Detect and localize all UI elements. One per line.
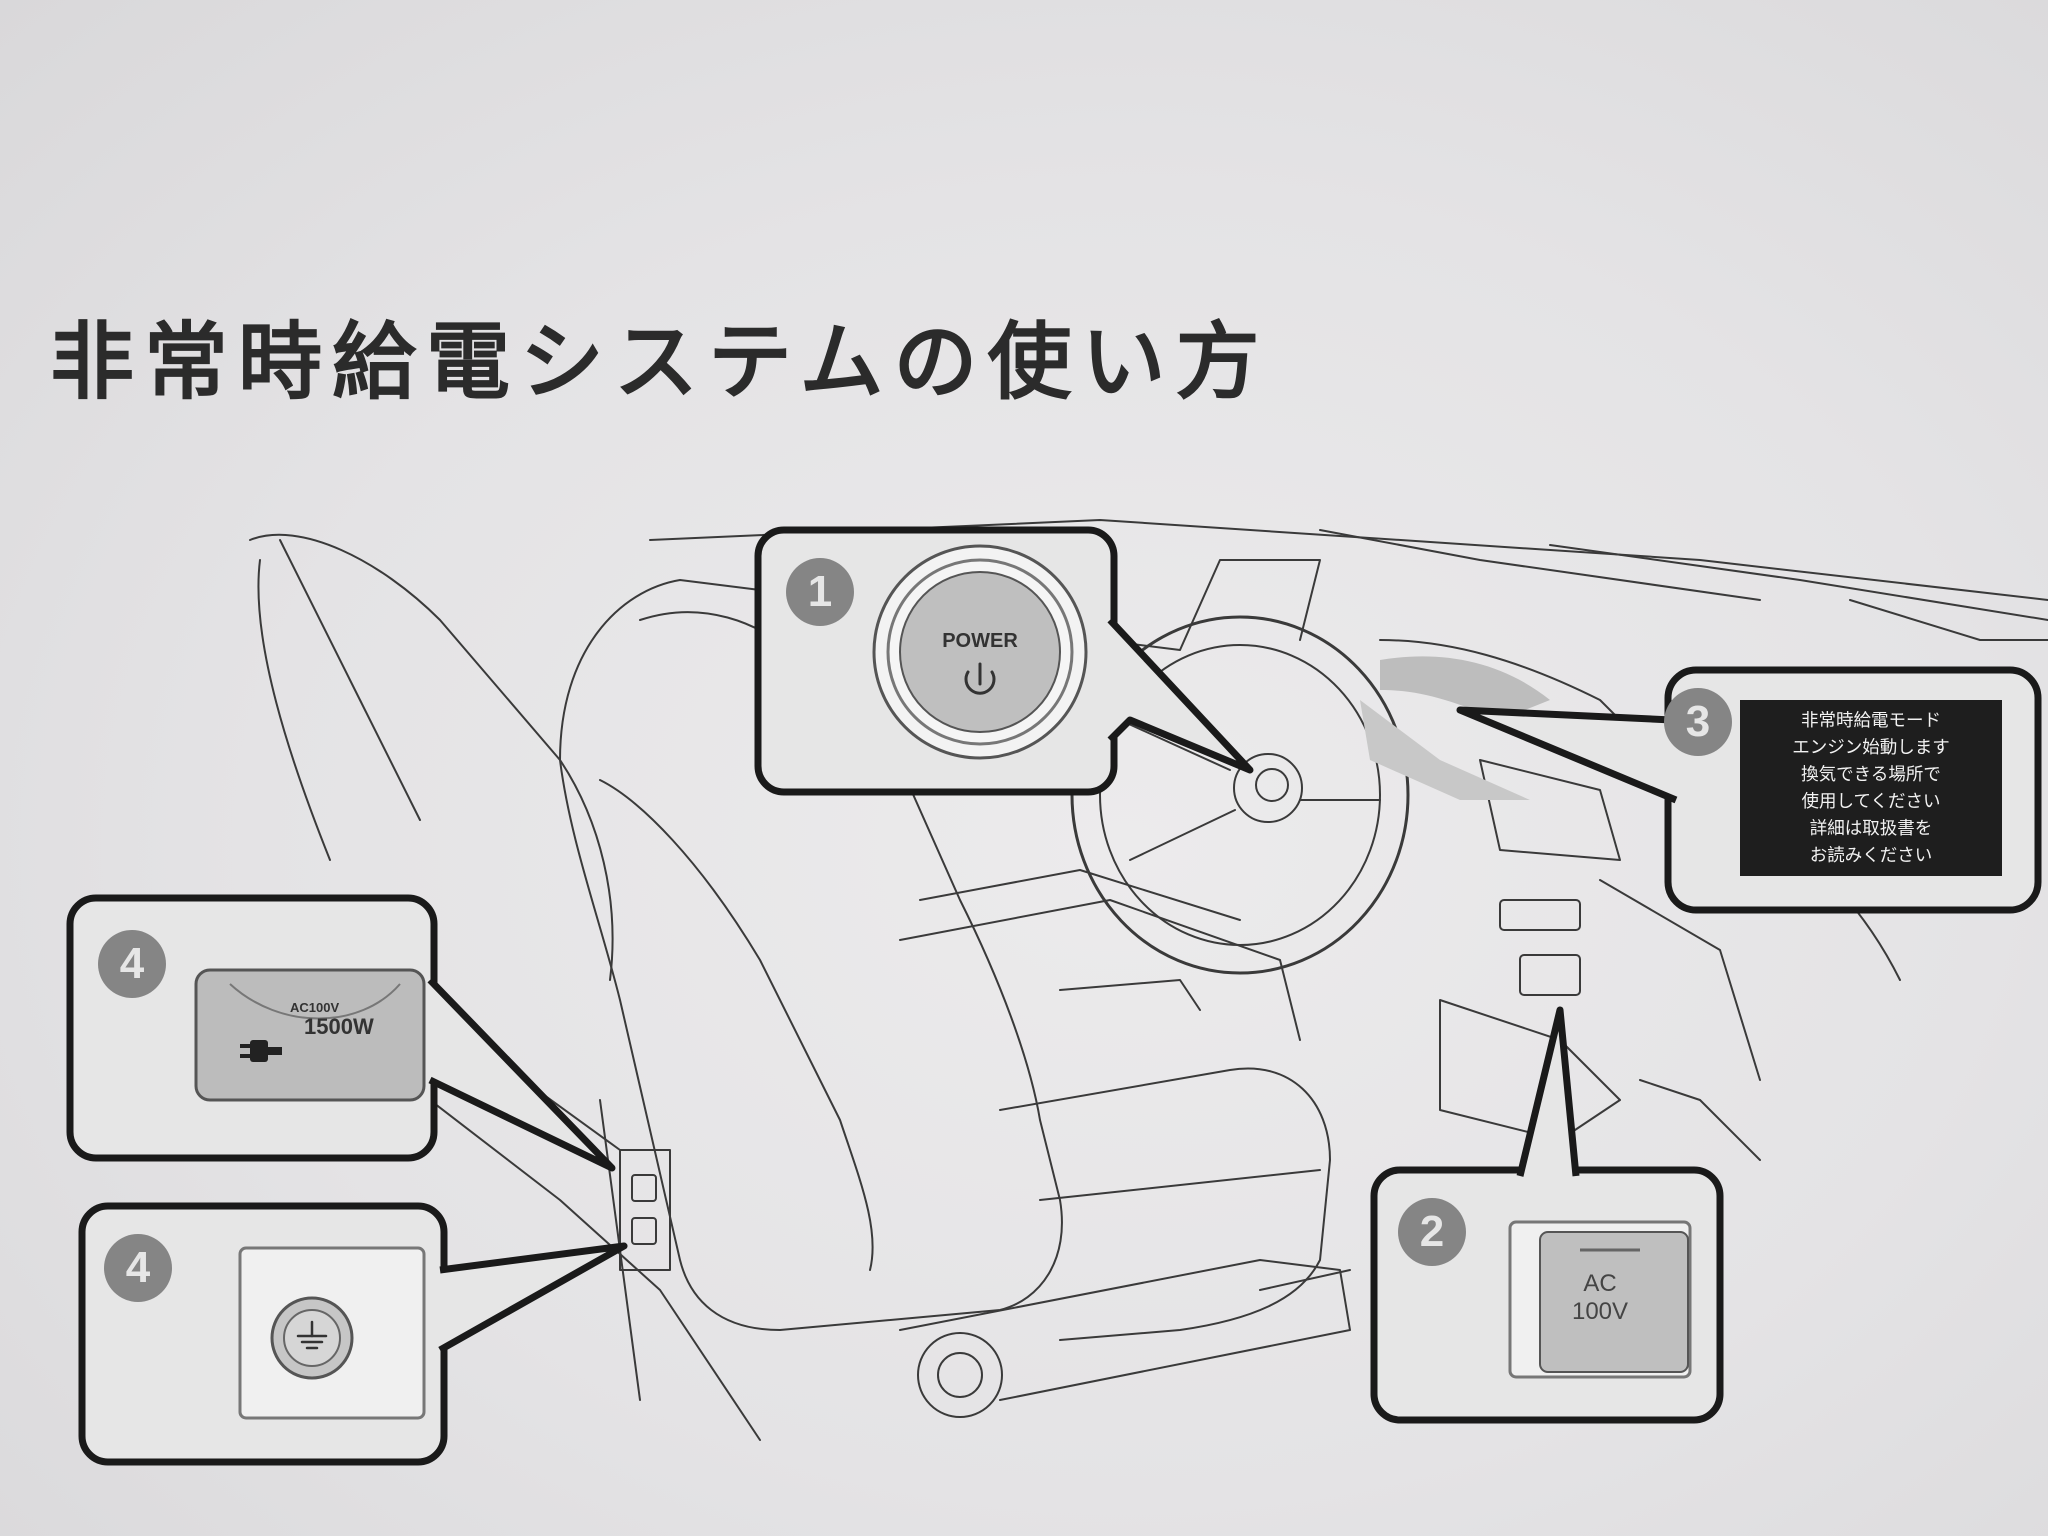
- callout-number-4b: 4: [125, 1243, 151, 1292]
- ac-switch-label: AC: [1583, 1270, 1617, 1297]
- notice-line: 使用してください: [1801, 792, 1941, 812]
- notice-line: お読みください: [1809, 846, 1933, 866]
- page-title: 非常時給電システムの使い方: [50, 313, 1270, 411]
- ground-icon: [296, 1320, 328, 1350]
- power-button-label: POWER: [942, 630, 1018, 652]
- notice-line: エンジン始動します: [1792, 738, 1950, 758]
- notice-line: 非常時給電モード: [1801, 711, 1941, 731]
- ac-switch-voltage: 100V: [1571, 1298, 1629, 1325]
- notice-label: 非常時給電モード エンジン始動します 換気できる場所で 使用してください 詳細は…: [1740, 700, 2002, 876]
- callout-2: [1370, 1006, 1724, 1424]
- callout-4-outlet: [66, 894, 616, 1172]
- notice-line: 詳細は取扱書を: [1809, 819, 1933, 839]
- plug-icon: [240, 1040, 282, 1062]
- callout-1: [754, 526, 1254, 796]
- callout-4-ground: [78, 1202, 628, 1466]
- outlet-wattage-label: 1500W: [304, 1014, 374, 1039]
- power-icon: [964, 662, 996, 695]
- outlet-voltage-label: AC100V: [290, 1000, 340, 1015]
- callout-number-2: 2: [1419, 1207, 1445, 1256]
- callout-number-1: 1: [807, 567, 833, 616]
- callout-number-3: 3: [1685, 697, 1711, 746]
- notice-line: 換気できる場所で: [1801, 765, 1941, 785]
- callout-number-4a: 4: [119, 939, 145, 988]
